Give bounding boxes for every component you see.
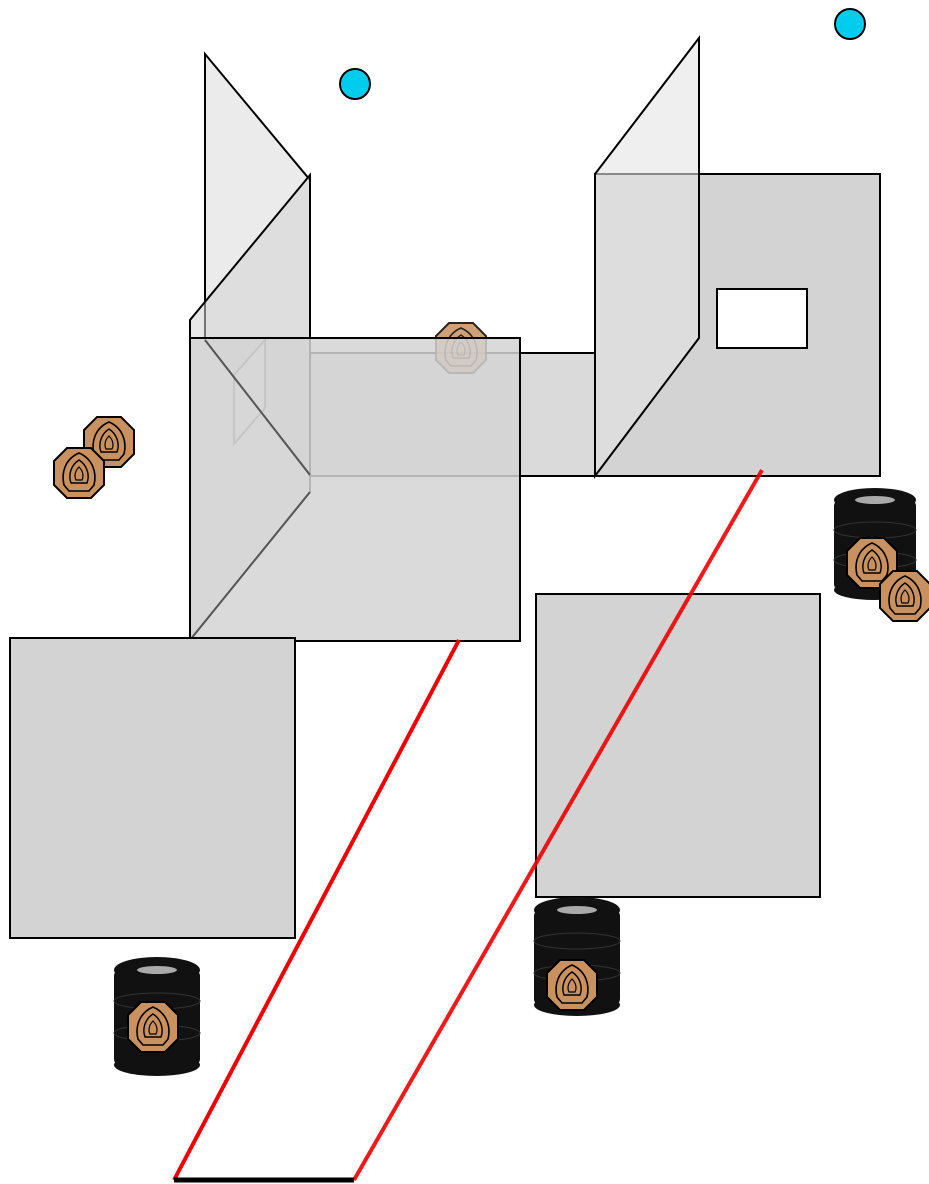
- wall-lower-right: [535, 593, 821, 898]
- fault-line-right: [352, 469, 764, 1181]
- wall-edge-line: [204, 339, 311, 476]
- wall-right-slant: [594, 35, 700, 479]
- paper-target-icon: [879, 570, 929, 622]
- steel-popper-icon: [834, 8, 866, 40]
- window-opening-right: [716, 288, 808, 349]
- wall-left-front: [189, 337, 521, 642]
- wall-lower-left: [9, 637, 296, 939]
- paper-target-icon: [546, 959, 598, 1011]
- paper-target-icon: [53, 447, 105, 499]
- paper-target-icon: [127, 1001, 179, 1053]
- steel-popper-icon: [339, 68, 371, 100]
- fault-line-left: [172, 639, 461, 1181]
- wall-edge-line: [189, 491, 311, 641]
